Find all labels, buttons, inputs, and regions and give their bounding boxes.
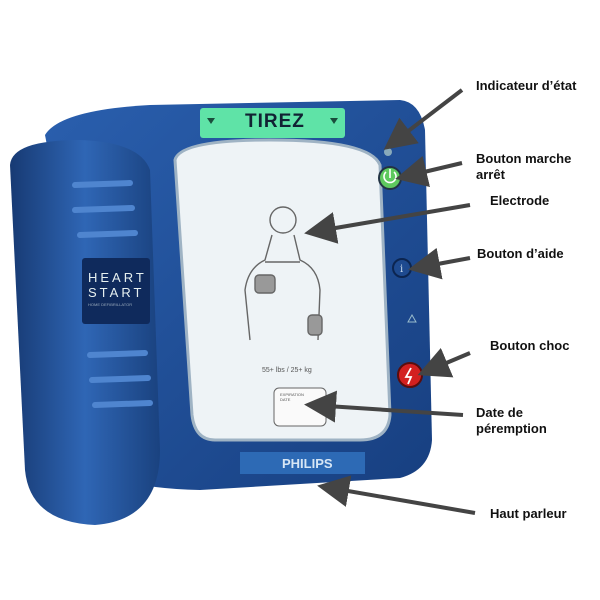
svg-text:i: i bbox=[400, 264, 403, 275]
shock-button bbox=[397, 362, 423, 388]
logo-start: START bbox=[88, 285, 145, 300]
label-electrode: Electrode bbox=[490, 193, 550, 208]
handle-grips bbox=[72, 180, 153, 408]
pad-weight-text: 55+ lbs / 25+ kg bbox=[262, 367, 312, 374]
electrode-placement-figure bbox=[244, 206, 323, 341]
label-shock-button: Bouton choc bbox=[490, 338, 570, 353]
pull-tab bbox=[200, 108, 345, 138]
status-indicator-light bbox=[384, 148, 392, 156]
label-help-button: Bouton d’aide bbox=[477, 246, 564, 261]
logo-subtitle: HOME DEFIBRILLATOR bbox=[88, 302, 133, 307]
label-status-indicator: Indicateur d’état bbox=[476, 78, 577, 93]
warning-icon bbox=[407, 313, 417, 323]
label-speaker: Haut parleur bbox=[490, 506, 567, 521]
label-expiry-date: Date de péremption bbox=[476, 405, 547, 436]
brand-plate bbox=[240, 452, 365, 474]
device-handle bbox=[10, 140, 160, 525]
label-power-button: Bouton marche arrêt bbox=[476, 151, 572, 182]
logo-heart: HEART bbox=[88, 270, 147, 285]
expiry-text: EXPIRATION DATE bbox=[280, 392, 304, 402]
pull-tab-label[interactable]: TIREZ bbox=[245, 111, 305, 132]
heartstart-logo-box bbox=[82, 258, 150, 324]
brand-name: PHILIPS bbox=[282, 456, 333, 471]
callout-arrows bbox=[304, 88, 476, 515]
